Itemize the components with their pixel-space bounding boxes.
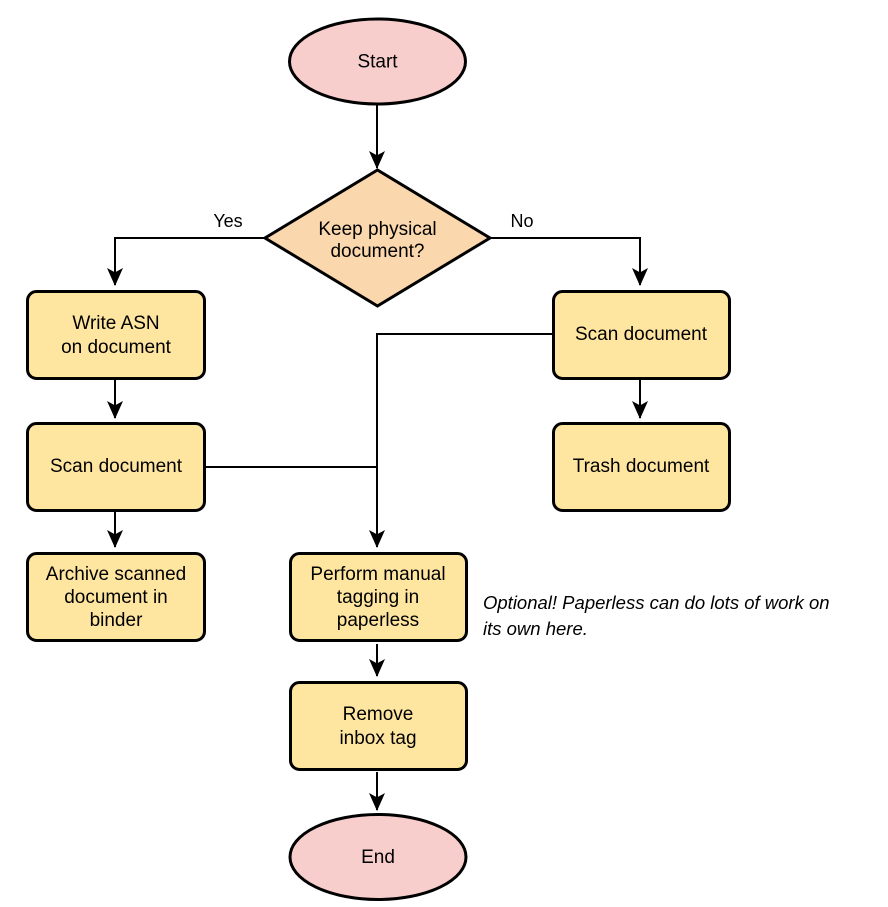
- scan-document-right-box[interactable]: [552, 290, 731, 380]
- edge-label-yes: Yes: [213, 211, 242, 231]
- remove-inbox-label-line2: inbox tag: [339, 728, 416, 749]
- annotation-optional-note: Optional! Paperless can do lots of work …: [483, 592, 830, 639]
- write-asn-box[interactable]: [26, 290, 206, 380]
- node-scan-document-left[interactable]: Scan document: [26, 422, 206, 512]
- annotation-line2: its own here.: [483, 618, 588, 639]
- scan-document-left-box[interactable]: [26, 422, 206, 512]
- node-write-asn-on-document[interactable]: Write ASN on document: [26, 290, 206, 380]
- start-label: Start: [357, 52, 398, 73]
- start-ellipse[interactable]: [288, 17, 467, 106]
- tagging-label-line1: Perform manual: [310, 564, 445, 585]
- node-decision-keep-physical-document[interactable]: Keep physical document?: [262, 168, 493, 308]
- tagging-label-line2: tagging in: [337, 587, 419, 608]
- remove-inbox-label-line1: Remove: [343, 704, 414, 725]
- scan-document-right-label: Scan document: [575, 324, 708, 345]
- node-end[interactable]: End: [288, 813, 468, 901]
- node-trash-document[interactable]: Trash document: [552, 422, 731, 512]
- node-start[interactable]: Start: [288, 17, 467, 106]
- annotation-line1: Optional! Paperless can do lots of work …: [483, 592, 830, 613]
- write-asn-label-line1: Write ASN: [72, 313, 159, 334]
- tagging-label-line3: paperless: [337, 610, 419, 631]
- node-archive-scanned-document[interactable]: Archive scanned document in binder: [26, 552, 206, 642]
- decision-label-line2: document?: [330, 241, 424, 262]
- decision-diamond[interactable]: [262, 168, 493, 308]
- archive-label-line3: binder: [90, 610, 143, 631]
- end-label: End: [361, 847, 395, 868]
- edge-label-no: No: [510, 211, 533, 231]
- trash-document-box[interactable]: [552, 422, 731, 512]
- archive-box[interactable]: [26, 552, 206, 642]
- edge-decision-no-to-scan-right: [490, 237, 648, 286]
- tagging-box[interactable]: [289, 552, 468, 642]
- connectors-layer: [107, 104, 648, 811]
- write-asn-label-line2: on document: [61, 337, 172, 358]
- trash-document-label: Trash document: [573, 456, 710, 477]
- node-scan-document-right[interactable]: Scan document: [552, 290, 731, 380]
- node-perform-manual-tagging[interactable]: Perform manual tagging in paperless: [289, 552, 468, 642]
- scan-document-left-label: Scan document: [50, 456, 183, 477]
- archive-label-line1: Archive scanned: [46, 564, 186, 585]
- node-remove-inbox-tag[interactable]: Remove inbox tag: [289, 681, 468, 771]
- edge-scan-right-to-tagging: [369, 333, 552, 548]
- remove-inbox-tag-box[interactable]: [289, 681, 468, 771]
- archive-label-line2: document in: [64, 587, 168, 608]
- end-ellipse[interactable]: [288, 813, 468, 901]
- edge-decision-yes-to-write-asn: [107, 237, 264, 286]
- decision-label-line1: Keep physical: [318, 219, 436, 240]
